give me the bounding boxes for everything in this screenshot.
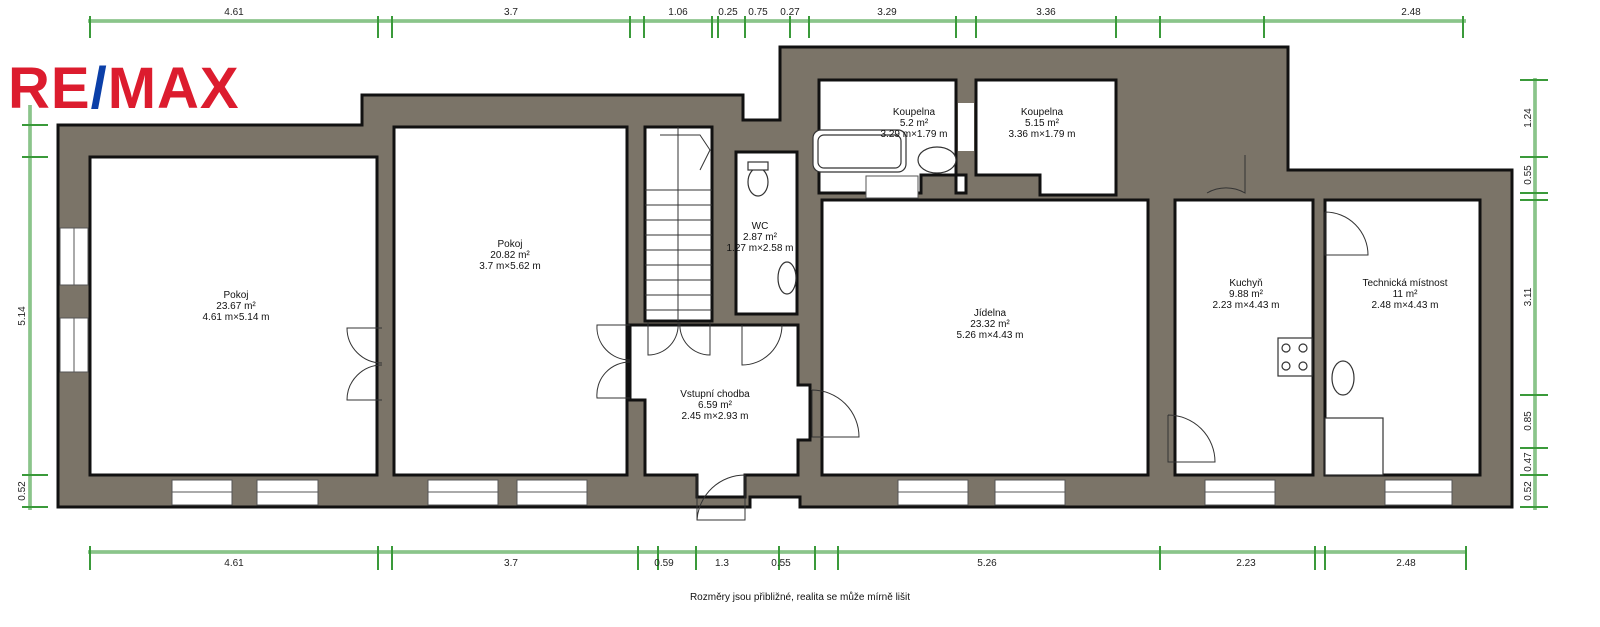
sink-icon: [917, 146, 957, 174]
label: 2.45 m×2.93 m: [682, 411, 749, 422]
label: 1.3: [715, 558, 729, 569]
label: Koupelna: [893, 107, 936, 118]
label: 1.24: [1523, 108, 1534, 128]
label: WC: [752, 221, 769, 232]
room-koupelna-2: [974, 78, 1118, 197]
label: Pokoj: [223, 290, 248, 301]
doors: [346, 155, 1369, 521]
label: 3.11: [1523, 287, 1534, 306]
label: 5.2 m²: [900, 118, 929, 129]
label: Technická místnost: [1362, 278, 1447, 289]
label: 5.26 m×4.43 m: [957, 330, 1024, 341]
label: 3.36 m×1.79 m: [1009, 129, 1076, 140]
label: 4.61: [224, 7, 244, 18]
label: 3.7: [504, 558, 518, 569]
label: 3.7: [504, 7, 518, 18]
label: 3.36: [1036, 7, 1056, 18]
stairs: [645, 127, 712, 321]
label: Vstupní chodba: [680, 389, 750, 400]
label: 0.52: [1523, 481, 1534, 501]
room-pokoj-1: [88, 155, 379, 477]
label: 20.82 m²: [490, 250, 530, 261]
label: 2.87 m²: [743, 232, 778, 243]
label: 3.29: [877, 7, 897, 18]
sink-icon: [1331, 360, 1355, 396]
room-jidelna: [820, 198, 1150, 477]
sink-icon: [777, 261, 797, 295]
label: 5.14: [17, 306, 28, 326]
label: 2.23 m×4.43 m: [1213, 300, 1280, 311]
label: 2.48: [1401, 7, 1421, 18]
label: 2.23: [1236, 558, 1256, 569]
label: 6.59 m²: [698, 400, 733, 411]
label: 0.85: [1523, 411, 1534, 431]
label: 0.47: [1523, 452, 1534, 472]
label: Koupelna: [1021, 107, 1064, 118]
label: 0.52: [17, 481, 28, 501]
label: 1.27 m×2.58 m: [727, 243, 794, 254]
label: 23.67 m²: [216, 301, 256, 312]
label: 9.88 m²: [1229, 289, 1264, 300]
label: 0.75: [748, 7, 768, 18]
room-pokoj-2: [392, 125, 629, 477]
stove-icon: [1277, 337, 1313, 377]
label: 0.55: [1523, 165, 1534, 185]
toilet-icon: [747, 167, 769, 197]
windows: [59, 175, 1453, 506]
label: 3.7 m×5.62 m: [479, 261, 540, 272]
label: 11 m²: [1393, 289, 1418, 300]
label: 2.48: [1396, 558, 1416, 569]
shower-icon: [1324, 417, 1384, 476]
label: Kuchyň: [1229, 278, 1262, 289]
fixtures: [747, 129, 1384, 476]
label: Jídelna: [974, 308, 1007, 319]
label: 1.06: [668, 7, 688, 18]
label: 4.61 m×5.14 m: [203, 312, 270, 323]
remax-logo: RE/MAX: [8, 56, 240, 121]
label: 5.15 m²: [1025, 118, 1060, 129]
label: 0.27: [780, 7, 800, 18]
passage: [958, 103, 974, 151]
label: 0.59: [654, 558, 674, 569]
label: 2.48 m×4.43 m: [1372, 300, 1439, 311]
disclaimer-note: Rozměry jsou přibližné, realita se může …: [689, 592, 911, 603]
label: Pokoj: [497, 239, 522, 250]
label: 5.26: [977, 558, 997, 569]
label: 0.55: [771, 558, 791, 569]
label: 0.25: [718, 7, 738, 18]
label: 23.32 m²: [970, 319, 1010, 330]
label: 3.29 m×1.79 m: [881, 129, 948, 140]
dimension-lines: 4.61 3.7 1.06 0.25 0.75 0.27 3.29 3.36 2…: [17, 7, 1548, 570]
label: 4.61: [224, 558, 244, 569]
